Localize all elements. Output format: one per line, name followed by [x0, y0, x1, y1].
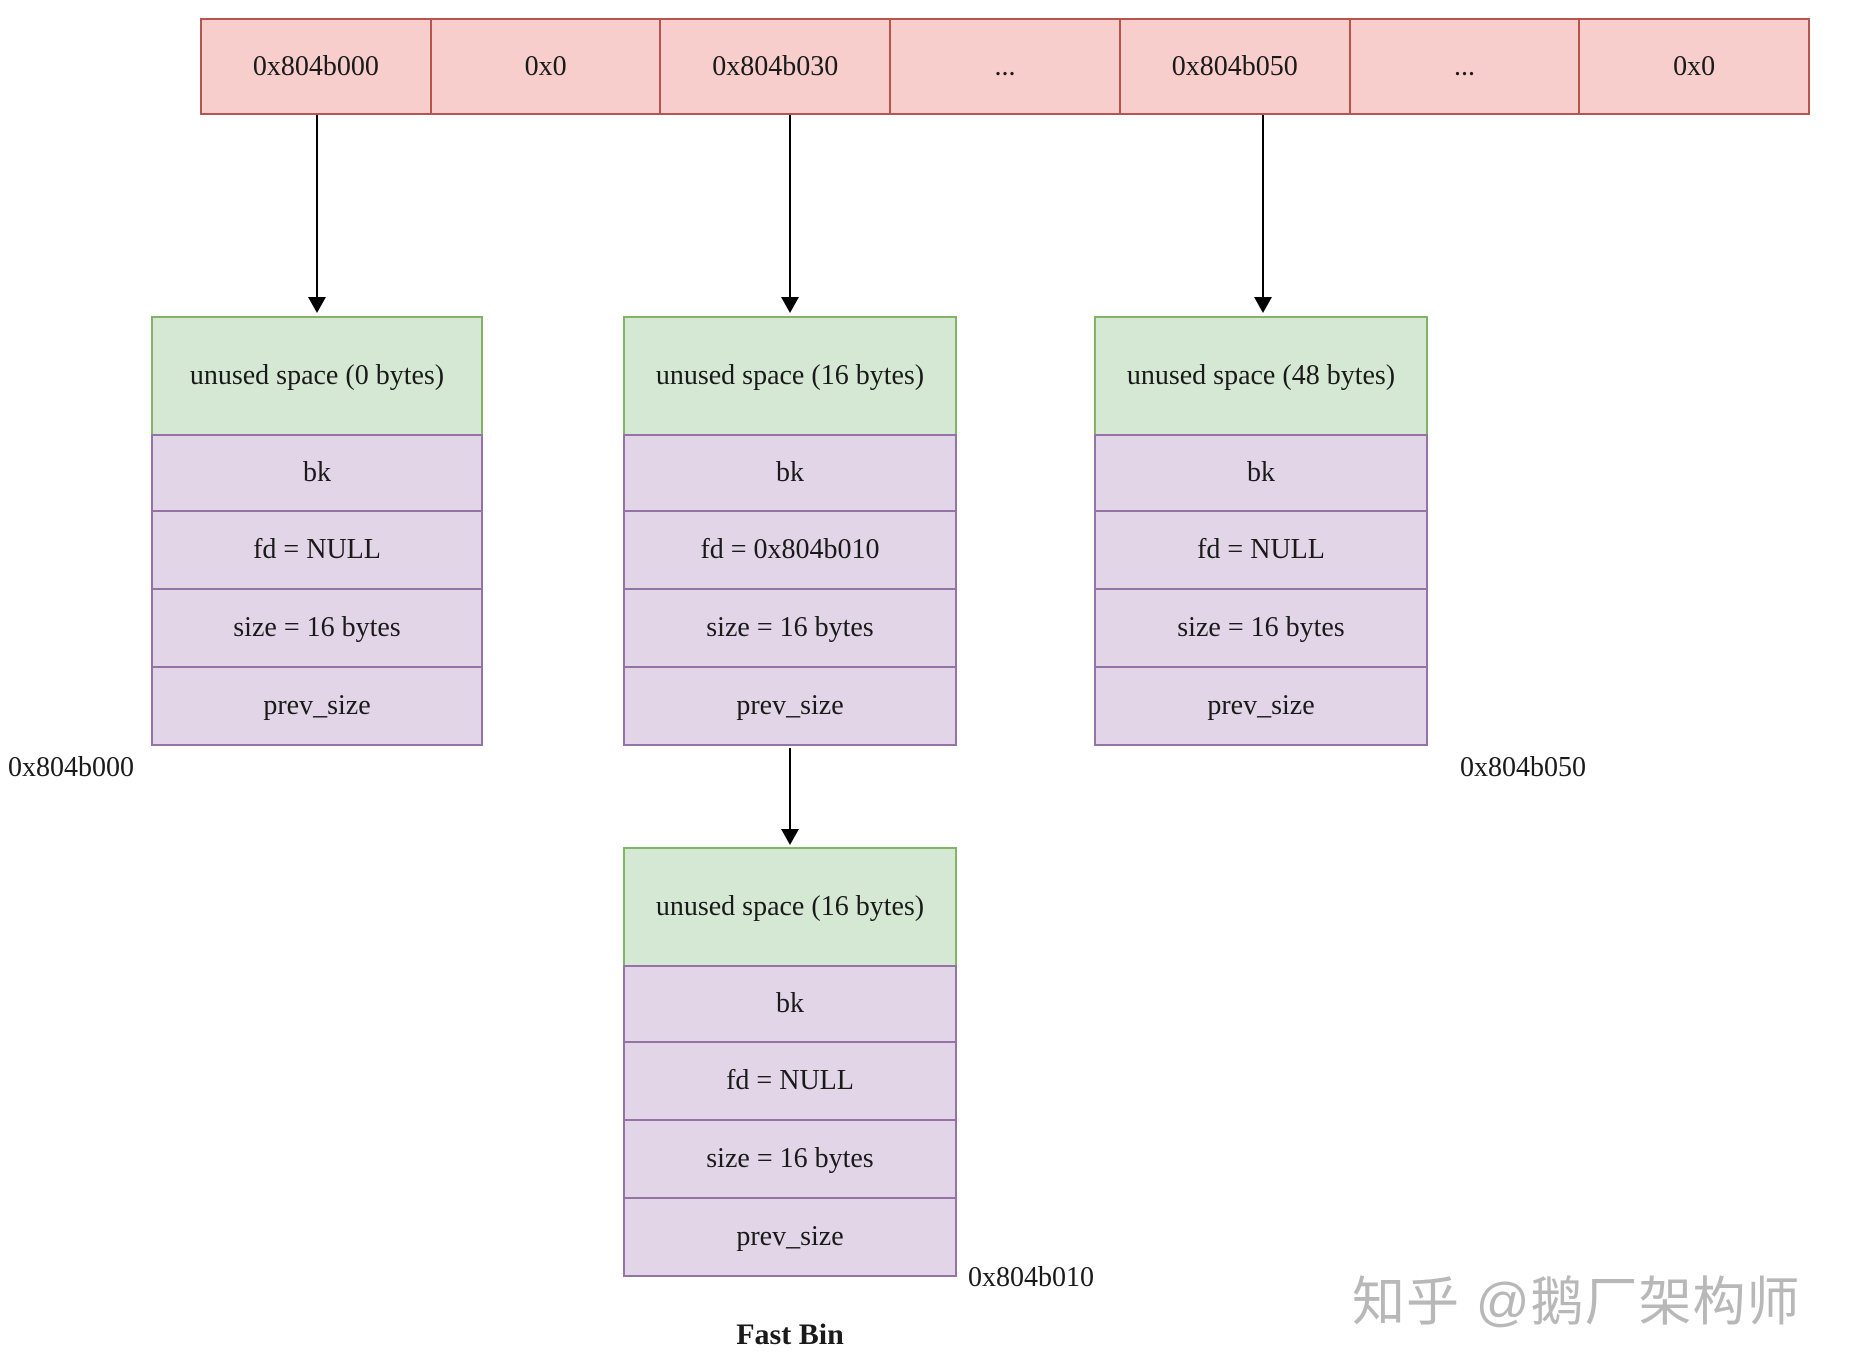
- array-cell-4: ...: [891, 20, 1121, 113]
- chunk-0x804b030: unused space (16 bytes) bk fd = 0x804b01…: [623, 316, 957, 746]
- chunk-field-fd: fd = NULL: [151, 512, 483, 590]
- arrow-head-icon: [781, 829, 799, 845]
- chunk-field-prev-size: prev_size: [623, 1199, 957, 1277]
- chunk-unused-space: unused space (16 bytes): [623, 316, 957, 434]
- chunk-field-size: size = 16 bytes: [623, 1121, 957, 1199]
- address-label-804b050: 0x804b050: [1460, 752, 1586, 783]
- address-label-804b010: 0x804b010: [968, 1262, 1094, 1293]
- chunk-field-prev-size: prev_size: [151, 668, 483, 746]
- chunk-unused-space: unused space (48 bytes): [1094, 316, 1428, 434]
- arrow-head-icon: [308, 297, 326, 313]
- chunk-field-fd: fd = NULL: [623, 1043, 957, 1121]
- array-cell-2: 0x0: [432, 20, 662, 113]
- array-cell-3: 0x804b030: [661, 20, 892, 113]
- address-label-804b000: 0x804b000: [8, 752, 134, 783]
- chunk-field-size: size = 16 bytes: [1094, 590, 1428, 668]
- chunk-field-fd: fd = NULL: [1094, 512, 1428, 590]
- chunk-field-bk: bk: [623, 434, 957, 512]
- arrow-shaft: [316, 115, 318, 298]
- arrow-shaft: [789, 748, 791, 830]
- chunk-unused-space: unused space (0 bytes): [151, 316, 483, 434]
- array-cell-5: 0x804b050: [1121, 20, 1351, 113]
- chunk-field-size: size = 16 bytes: [623, 590, 957, 668]
- chunk-field-fd: fd = 0x804b010: [623, 512, 957, 590]
- diagram-title: Fast Bin: [736, 1318, 844, 1351]
- chunk-0x804b010: unused space (16 bytes) bk fd = NULL siz…: [623, 847, 957, 1277]
- fastbin-pointer-array: 0x804b000 0x0 0x804b030 ... 0x804b050 ..…: [200, 18, 1810, 115]
- chunk-0x804b050: unused space (48 bytes) bk fd = NULL siz…: [1094, 316, 1428, 746]
- zhihu-watermark: 知乎 @鹅厂架构师: [1352, 1273, 1801, 1332]
- array-cell-6: ...: [1351, 20, 1581, 113]
- chunk-field-bk: bk: [151, 434, 483, 512]
- chunk-field-prev-size: prev_size: [1094, 668, 1428, 746]
- array-cell-7: 0x0: [1673, 50, 1716, 82]
- arrow-head-icon: [1254, 297, 1272, 313]
- arrow-head-icon: [781, 297, 799, 313]
- chunk-field-bk: bk: [623, 965, 957, 1043]
- chunk-unused-space: unused space (16 bytes): [623, 847, 957, 965]
- arrow-shaft: [1262, 115, 1264, 298]
- chunk-0x804b000: unused space (0 bytes) bk fd = NULL size…: [151, 316, 483, 746]
- chunk-field-bk: bk: [1094, 434, 1428, 512]
- chunk-field-size: size = 16 bytes: [151, 590, 483, 668]
- arrow-shaft: [789, 115, 791, 298]
- chunk-field-prev-size: prev_size: [623, 668, 957, 746]
- array-cell-1: 0x804b000: [202, 20, 432, 113]
